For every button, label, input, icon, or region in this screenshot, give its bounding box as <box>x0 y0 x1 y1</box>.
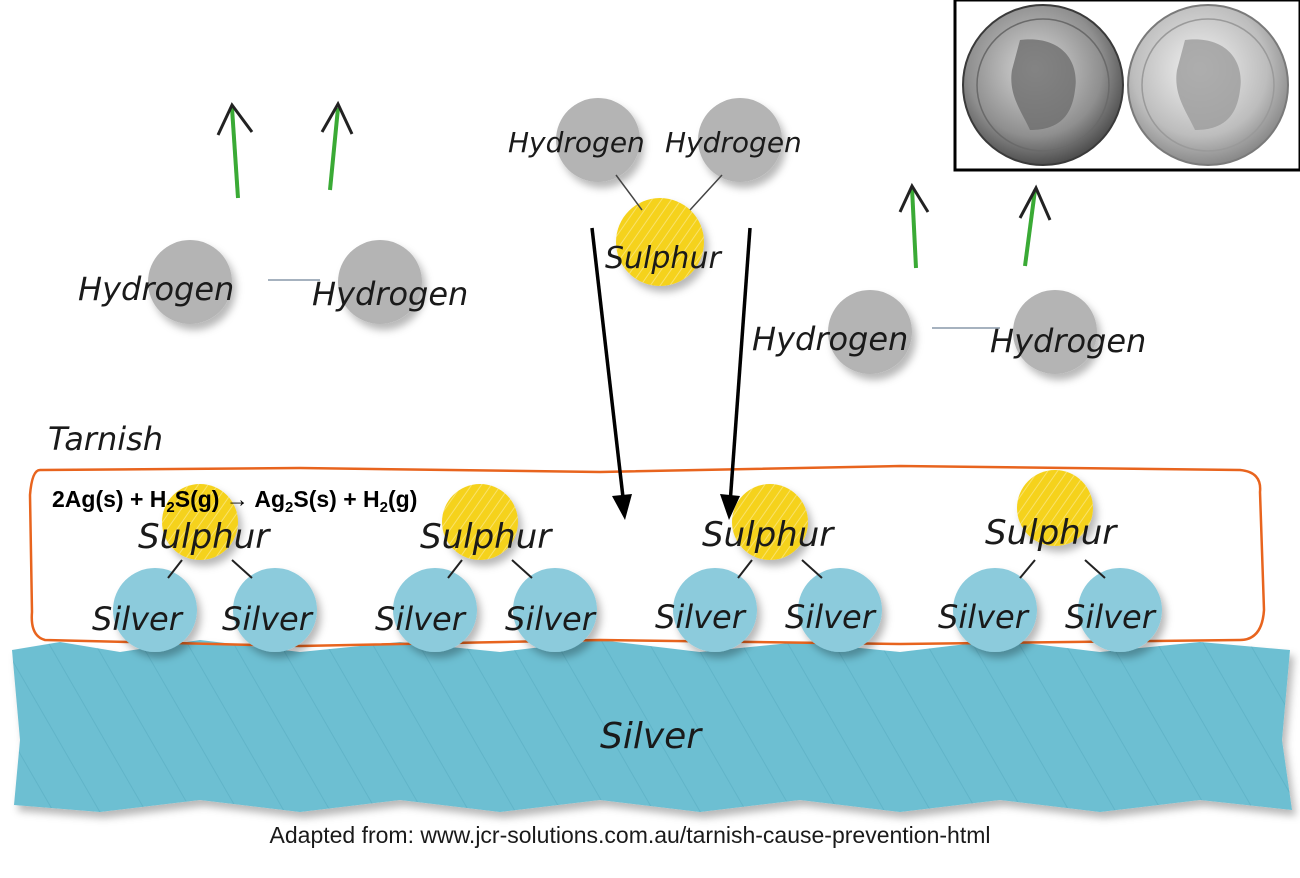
sulphur-label: Sulphur <box>138 517 271 557</box>
reaction-equation: 2Ag(s) + H2S(g) → Ag2S(s) + H2(g) <box>52 486 418 516</box>
sulphur-label: Sulphur <box>605 241 722 276</box>
hydrogen-sulphide-molecule <box>556 98 782 286</box>
hydrogen-label: Hydrogen <box>752 320 908 358</box>
silver-label: Silver <box>655 598 747 636</box>
silver-label: Silver <box>375 600 467 638</box>
sulphur-label: Sulphur <box>985 513 1118 553</box>
sulphide-unit-2 <box>393 484 597 652</box>
polished-coin-icon <box>1127 4 1289 166</box>
tarnish-label: Tarnish <box>48 420 163 458</box>
hydrogen-label: Hydrogen <box>665 126 802 159</box>
up-arrow-icon-2 <box>320 100 354 191</box>
silver-base-label: Silver <box>600 716 703 757</box>
silver-label: Silver <box>222 600 314 638</box>
silver-label: Silver <box>92 600 184 638</box>
hydrogen-molecule-right <box>828 290 1097 374</box>
hydrogen-label: Hydrogen <box>78 270 234 308</box>
silver-label: Silver <box>1065 598 1157 636</box>
silver-label: Silver <box>505 600 597 638</box>
hydrogen-label: Hydrogen <box>312 275 468 313</box>
down-arrow-icon-right <box>720 227 752 520</box>
up-arrow-icon-4 <box>1018 184 1052 267</box>
down-arrow-icon-left <box>590 227 632 520</box>
sulphide-unit-1 <box>113 484 317 652</box>
sulphide-unit-3 <box>673 484 882 652</box>
hydrogen-molecule-left <box>148 240 422 324</box>
hydrogen-label: Hydrogen <box>508 126 645 159</box>
up-arrow-icon-3 <box>898 182 930 269</box>
tarnished-coin-icon <box>962 4 1124 166</box>
silver-label: Silver <box>785 598 877 636</box>
source-caption: Adapted from: www.jcr-solutions.com.au/t… <box>269 822 991 848</box>
silver-label: Silver <box>938 598 1030 636</box>
silver-base-layer <box>12 640 1292 812</box>
tarnish-outline <box>28 464 1266 648</box>
hydrogen-label: Hydrogen <box>990 322 1146 360</box>
up-arrow-icon-1 <box>216 102 254 199</box>
coins-inset <box>953 0 1300 172</box>
sulphur-label: Sulphur <box>420 517 553 557</box>
sulphur-label: Sulphur <box>702 515 835 555</box>
sulphide-unit-4 <box>953 470 1162 652</box>
